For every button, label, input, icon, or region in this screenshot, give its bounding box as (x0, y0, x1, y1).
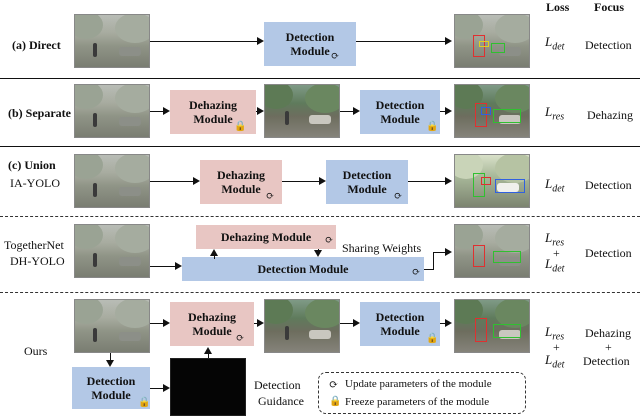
refresh-icon: ⟳ (236, 333, 245, 344)
separator (0, 146, 640, 147)
hazy-input-image (74, 299, 150, 353)
refresh-icon: ⟳ (266, 191, 275, 202)
hazy-input-image (74, 224, 150, 278)
focus-separate: Dehazing (587, 108, 633, 122)
separator (0, 78, 640, 79)
loss-together-det: Ldet (545, 256, 565, 275)
refresh-icon: ⟳ (325, 235, 334, 246)
focus-together: Detection (585, 246, 632, 260)
refresh-icon: ⟳ (394, 191, 403, 202)
loss-plus: + (553, 340, 560, 354)
dehazed-image (264, 84, 340, 138)
focus-plus: + (605, 340, 612, 354)
dehazed-image (264, 299, 340, 353)
lock-icon: 🔒 (426, 121, 439, 132)
detection-output-image (454, 84, 530, 138)
loss-header: Loss (546, 0, 570, 14)
hazy-input-image (74, 154, 150, 208)
sharing-weights-label: Sharing Weights (342, 241, 422, 255)
legend: ⟳ Update parameters of the module 🔒 Free… (318, 372, 526, 414)
row-label-ours: Ours (24, 344, 48, 358)
refresh-icon: ⟳ (329, 379, 339, 391)
detection-output-image (454, 14, 530, 68)
focus-union: Detection (585, 178, 632, 192)
row-sublabel-ia-yolo: IA-YOLO (10, 176, 60, 190)
row-label-togethernet: TogetherNet (4, 238, 64, 252)
lock-icon: 🔒 (234, 121, 247, 132)
loss-union: Ldet (545, 176, 565, 195)
hazy-input-image (74, 14, 150, 68)
hazy-input-image (74, 84, 150, 138)
lock-icon: 🔒 (329, 396, 342, 407)
detection-module: Detection Module (182, 257, 424, 281)
loss-ours-res: Lres (545, 324, 565, 343)
refresh-icon: ⟳ (412, 267, 421, 278)
row-label-direct: (a) Direct (12, 38, 61, 52)
focus-direct: Detection (585, 38, 632, 52)
detection-guidance-label-2: Guidance (258, 394, 304, 408)
detection-guidance-label-1: Detection (254, 378, 301, 392)
loss-direct: Ldet (545, 34, 565, 53)
focus-ours-detection: Detection (583, 354, 630, 368)
lock-icon: 🔒 (138, 397, 151, 408)
dehazing-module: Dehazing Module (196, 225, 336, 249)
separator (0, 292, 640, 293)
legend-update-text: Update parameters of the module (345, 378, 492, 390)
lock-icon: 🔒 (426, 333, 439, 344)
row-label-dh-yolo: DH-YOLO (10, 254, 65, 268)
loss-together-res: Lres (545, 230, 565, 249)
detection-output-image (454, 154, 530, 208)
detection-output-image (454, 224, 530, 278)
focus-ours-dehazing: Dehazing (585, 326, 631, 340)
refresh-icon: ⟳ (331, 51, 340, 62)
focus-header: Focus (594, 0, 624, 14)
detection-guidance-map (170, 358, 246, 416)
separator (0, 216, 640, 217)
loss-ours-det: Ldet (545, 352, 565, 371)
loss-separate: Lres (545, 104, 565, 123)
row-label-union: (c) Union (8, 158, 56, 172)
detection-output-image (454, 299, 530, 353)
legend-freeze-text: Freeze parameters of the module (345, 396, 490, 408)
row-label-separate: (b) Separate (8, 106, 71, 120)
loss-plus: + (553, 246, 560, 260)
